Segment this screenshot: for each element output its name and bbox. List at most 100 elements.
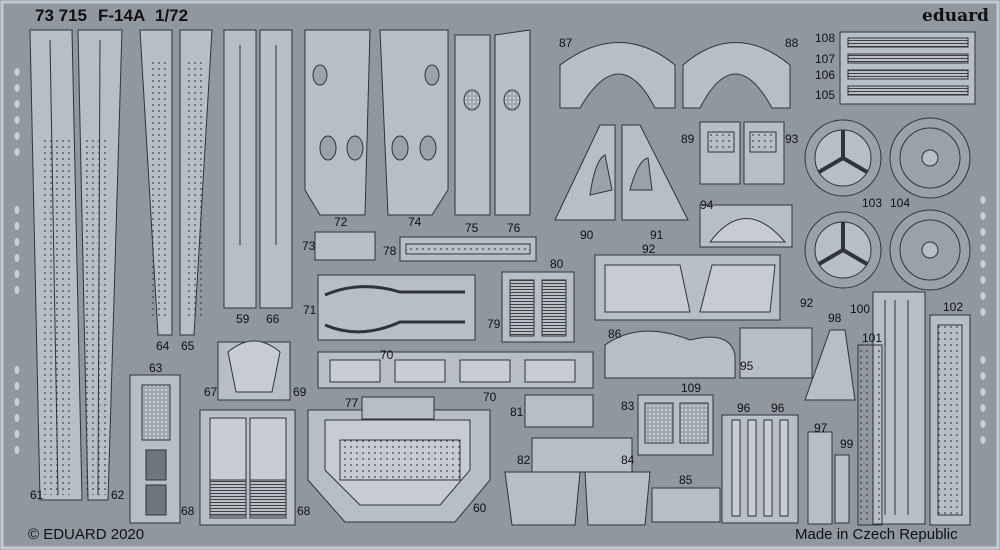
part-76 [494,29,531,216]
part-number-108: 108 [815,31,836,45]
copyright-text: © EDUARD 2020 [28,526,145,543]
part-91 [621,124,689,221]
part-75 [454,34,491,216]
part-number-109: 109 [681,381,702,395]
part-number-70b: 70 [483,390,497,404]
part-number-99: 99 [840,437,854,451]
part-number-95: 95 [740,359,754,373]
part-number-103: 103 [862,196,883,210]
part-number-68a: 68 [181,504,195,518]
part-number-61: 61 [30,488,44,502]
part-number-60: 60 [473,501,487,515]
part-number-107: 107 [815,52,836,66]
part-number-94: 94 [700,198,714,212]
part-102 [929,314,971,526]
part-61 [29,29,83,501]
part-number-92a: 92 [642,242,656,256]
part-number-90: 90 [580,228,594,242]
part-number-71: 71 [303,303,317,317]
part-93 [743,121,785,185]
part-number-98: 98 [828,311,842,325]
part-104-fan [889,117,971,291]
part-number-81: 81 [510,405,524,419]
part-101 [857,344,883,526]
part-number-64: 64 [156,339,170,353]
part-number-83: 83 [621,399,635,413]
part-number-102: 102 [943,300,964,314]
part-number-79: 79 [487,317,501,331]
part-96 [721,414,799,524]
part-67-69 [217,340,291,401]
part-number-89: 89 [681,132,695,146]
part-81 [524,394,594,428]
part-number-59: 59 [236,312,250,326]
part-number-87: 87 [559,36,573,50]
part-92 [594,254,781,321]
part-number-67: 67 [204,385,218,399]
part-60 [307,409,491,523]
part-number-86: 86 [608,327,622,341]
part-95 [739,327,813,379]
part-88 [682,42,791,109]
part-number-85: 85 [679,473,693,487]
part-number-96a: 96 [737,401,751,415]
part-97 [807,431,833,525]
part-number-101: 101 [862,331,883,345]
part-94 [699,204,793,248]
part-72 [304,29,371,216]
part-89 [699,121,741,185]
part-number-70a: 70 [380,348,394,362]
part-64 [139,29,173,336]
parts-105-108 [839,31,976,105]
part-number-78: 78 [383,244,397,258]
brand-logo: eduard [922,6,989,26]
part-62 [77,29,123,501]
part-65 [179,29,213,336]
part-number-65: 65 [181,339,195,353]
part-number-69: 69 [293,385,307,399]
part-number-93: 93 [785,132,799,146]
part-number-104: 104 [890,196,911,210]
part-number-75: 75 [465,221,479,235]
part-71 [317,274,476,341]
part-number-96b: 96 [771,401,785,415]
part-number-74: 74 [408,215,422,229]
scale-label: 1/72 [155,6,189,25]
part-number-106: 106 [815,68,836,82]
part-number-77: 77 [345,396,359,410]
part-number-92b: 92 [800,296,814,310]
set-code: 73 715 [35,6,87,25]
part-103-fan [804,119,882,289]
part-number-62: 62 [111,488,125,502]
part-83-109 [637,394,714,456]
aircraft-name: F-14A [98,6,146,25]
part-74 [379,29,449,216]
part-number-97: 97 [814,421,828,435]
part-number-72: 72 [334,215,348,229]
part-number-91: 91 [650,228,664,242]
part-99 [834,454,850,524]
part-77 [361,396,435,420]
part-68 [199,409,296,526]
part-86 [604,330,736,379]
part-79-80 [501,271,575,343]
part-number-84: 84 [621,453,635,467]
part-87 [559,42,676,109]
part-number-73: 73 [302,239,316,253]
part-85 [651,487,721,523]
part-82-84 [504,437,651,526]
part-number-100: 100 [850,302,871,316]
part-number-105: 105 [815,88,836,102]
fret-holes [14,68,986,454]
origin-text: Made in Czech Republic [795,526,958,543]
part-number-88: 88 [785,36,799,50]
part-90 [554,124,616,221]
part-number-76: 76 [507,221,521,235]
part-63 [129,374,181,524]
part-number-82: 82 [517,453,531,467]
part-number-80: 80 [550,257,564,271]
part-number-68b: 68 [297,504,311,518]
part-number-63: 63 [149,361,163,375]
